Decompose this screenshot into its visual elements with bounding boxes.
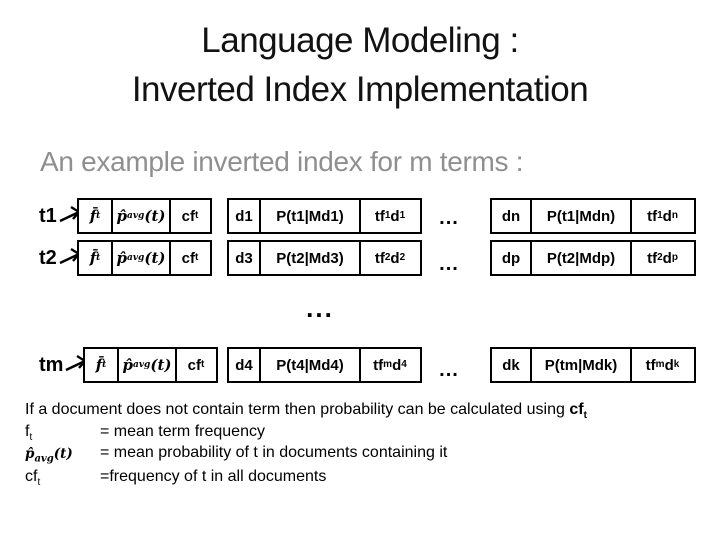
- tf-base: tf: [647, 207, 658, 225]
- doc-id-cell: dp: [492, 242, 532, 274]
- mean-freq-cell: f̄t: [85, 349, 119, 381]
- ellipsis: ...: [439, 206, 459, 229]
- term-base: p̂: [25, 446, 35, 462]
- cf-symbol: cf: [569, 401, 584, 418]
- d-base: d: [664, 356, 674, 374]
- d-base: d: [390, 249, 400, 267]
- definition-ft: ft = mean term frequency: [25, 421, 705, 443]
- term-label-text: t1: [39, 204, 57, 227]
- tf-base: tf: [645, 356, 656, 374]
- pavg-symbol: p̂: [122, 356, 134, 374]
- tf-base: tf: [374, 249, 385, 267]
- pavg-arg: (t): [144, 207, 166, 225]
- footnotes: If a document does not contain term then…: [25, 399, 705, 487]
- note-line-1: If a document does not contain term then…: [25, 399, 705, 421]
- term-base: cf: [25, 467, 38, 485]
- definition-text: = mean probability of t in documents con…: [100, 444, 448, 461]
- pavg-arg: (t): [144, 249, 166, 267]
- note-line-1-text: If a document does not contain term then…: [25, 401, 570, 418]
- tf-base: tf: [373, 356, 384, 374]
- slide-title: Language Modeling : Inverted Index Imple…: [0, 16, 720, 114]
- tf-base: tf: [647, 249, 658, 267]
- mean-prob-cell: p̂avg(t): [113, 200, 171, 232]
- probability-cell: P(t4|Md4): [261, 349, 361, 381]
- mean-freq-cell: f̄t: [79, 200, 113, 232]
- probability-cell: P(t1|Md1): [261, 200, 361, 232]
- definition-cft: cft =frequency of t in all documents: [25, 466, 705, 488]
- term-sub: t: [37, 476, 41, 488]
- mean-prob-cell: p̂avg(t): [119, 349, 177, 381]
- d-base: d: [392, 356, 402, 374]
- cf-symbol: cf: [187, 356, 201, 374]
- tf-base: tf: [374, 207, 385, 225]
- doc-id-cell: d1: [229, 200, 261, 232]
- slide-subtitle: An example inverted index for m terms :: [40, 146, 524, 177]
- definition-term: p̂avg(t): [25, 442, 100, 466]
- pavg-symbol: p̂: [116, 249, 128, 267]
- mean-prob-cell: p̂avg(t): [113, 242, 171, 274]
- probability-cell: P(t1|Mdn): [532, 200, 632, 232]
- mean-freq-cell: f̄t: [79, 242, 113, 274]
- ellipsis: ...: [439, 252, 459, 275]
- term-label-t2: t2: [39, 240, 82, 276]
- d-base: d: [662, 207, 672, 225]
- cf-subscript: t: [583, 410, 587, 422]
- cf-symbol: cf: [181, 249, 195, 267]
- d-base: d: [662, 249, 672, 267]
- term-tail: (t): [53, 446, 73, 462]
- cf-symbol: cf: [181, 207, 195, 225]
- term-sub: t: [29, 431, 33, 443]
- doc-id-cell: dk: [492, 349, 532, 381]
- definition-term: cft: [25, 466, 100, 488]
- term-label-text: tm: [39, 353, 64, 376]
- term-sub: avg: [34, 453, 54, 465]
- term-label-t1: t1: [39, 198, 82, 234]
- fbar-symbol: f̄: [95, 356, 103, 374]
- term-label-tm: tm: [39, 347, 88, 383]
- probability-cell: P(t2|Mdp): [532, 242, 632, 274]
- slide-title-line2: Inverted Index Implementation: [131, 70, 589, 109]
- definition-term: ft: [25, 421, 100, 443]
- probability-cell: P(t2|Md3): [261, 242, 361, 274]
- slide-title-line1: Language Modeling :: [201, 21, 519, 60]
- pavg-symbol: p̂: [116, 207, 128, 225]
- doc-id-cell: d3: [229, 242, 261, 274]
- doc-id-cell: dn: [492, 200, 532, 232]
- fbar-symbol: f̄: [89, 249, 97, 267]
- d-base: d: [390, 207, 400, 225]
- fbar-symbol: f̄: [89, 207, 97, 225]
- term-base: f: [25, 422, 30, 440]
- definition-pavg: p̂avg(t) = mean probability of t in docu…: [25, 442, 705, 466]
- vertical-ellipsis: ...: [306, 293, 334, 323]
- probability-cell: P(tm|Mdk): [532, 349, 632, 381]
- definition-text: =frequency of t in all documents: [100, 467, 327, 485]
- ellipsis: ...: [439, 358, 459, 381]
- doc-id-cell: d4: [229, 349, 261, 381]
- pavg-arg: (t): [150, 356, 172, 374]
- definition-text: = mean term frequency: [100, 422, 265, 440]
- term-label-text: t2: [39, 246, 57, 269]
